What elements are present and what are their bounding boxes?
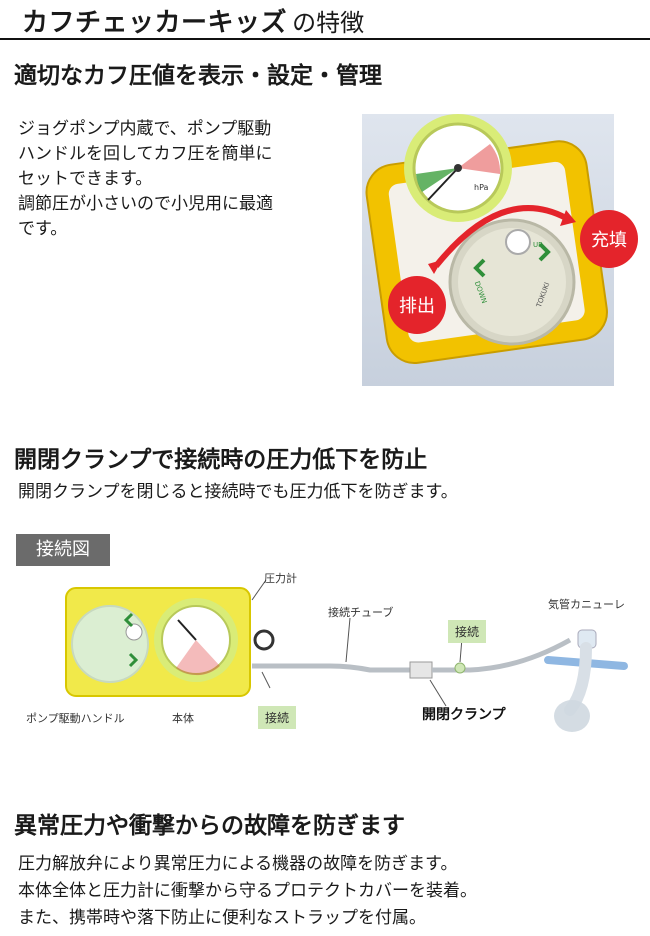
- section2-title: 開閉クランプで接続時の圧力低下を防止: [14, 447, 428, 473]
- connect-tag-2: 接続: [258, 706, 297, 729]
- section3-title: 異常圧力や衝撃からの故障を防ぎます: [14, 813, 405, 839]
- drain-bubble: 排出: [388, 276, 446, 334]
- product-photo-svg: hPa UP DOWN TOKUKI: [362, 114, 614, 386]
- page-title: カフチェッカーキッズ の特徴: [22, 2, 364, 39]
- section1-line: ジョグポンプ内蔵で、ポンプ駆動: [18, 119, 272, 139]
- body-label: 本体: [172, 712, 194, 725]
- tracheal-cannula-label: 気管カニューレ: [548, 598, 625, 611]
- section3-line: 本体全体と圧力計に衝撃から守るプロテクトカバーを装着。: [18, 881, 477, 901]
- title-rule: [0, 38, 650, 40]
- fill-bubble: 充填: [580, 210, 638, 268]
- connection-diagram-svg: [65, 579, 628, 732]
- product-photo: hPa UP DOWN TOKUKI: [362, 114, 614, 386]
- section1-line: です。: [18, 219, 68, 239]
- pressure-gauge-label: 圧力計: [264, 572, 297, 585]
- page-title-strong: カフチェッカーキッズ: [22, 8, 288, 38]
- up-label: UP: [533, 241, 542, 249]
- section1-text: ジョグポンプ内蔵で、ポンプ駆動 ハンドルを回してカフ圧を簡単に セットできます。…: [18, 117, 338, 242]
- gauge-unit-text: hPa: [474, 183, 489, 192]
- clamp-label: 開閉クランプ: [422, 707, 506, 723]
- section1-line: ハンドルを回してカフ圧を簡単に: [18, 144, 273, 164]
- section1-title: 適切なカフ圧値を表示・設定・管理: [14, 63, 382, 89]
- connection-diagram: 圧力計 接続チューブ 気管カニューレ 接続 接続 開閉クランプ ポンプ駆動ハンド…: [0, 570, 650, 750]
- page-title-rest: の特徴: [292, 9, 365, 37]
- section3-line: また、携帯時や落下防止に便利なストラップを付属。: [18, 908, 426, 928]
- connection-diagram-badge: 接続図: [16, 534, 110, 566]
- section1-line: セットできます。: [18, 169, 153, 189]
- connect-tag-1: 接続: [448, 620, 487, 643]
- section2-line: 開閉クランプを閉じると接続時でも圧力低下を防ぎます。: [18, 482, 458, 502]
- tube-label: 接続チューブ: [328, 606, 394, 619]
- section3-line: 圧力解放弁により異常圧力による機器の故障を防ぎます。: [18, 854, 458, 874]
- section1-line: 調節圧が小さいので小児用に最適: [18, 194, 273, 214]
- pump-handle-label: ポンプ駆動ハンドル: [26, 712, 125, 725]
- section3-text: 圧力解放弁により異常圧力による機器の故障を防ぎます。 本体全体と圧力計に衝撃から…: [18, 851, 638, 932]
